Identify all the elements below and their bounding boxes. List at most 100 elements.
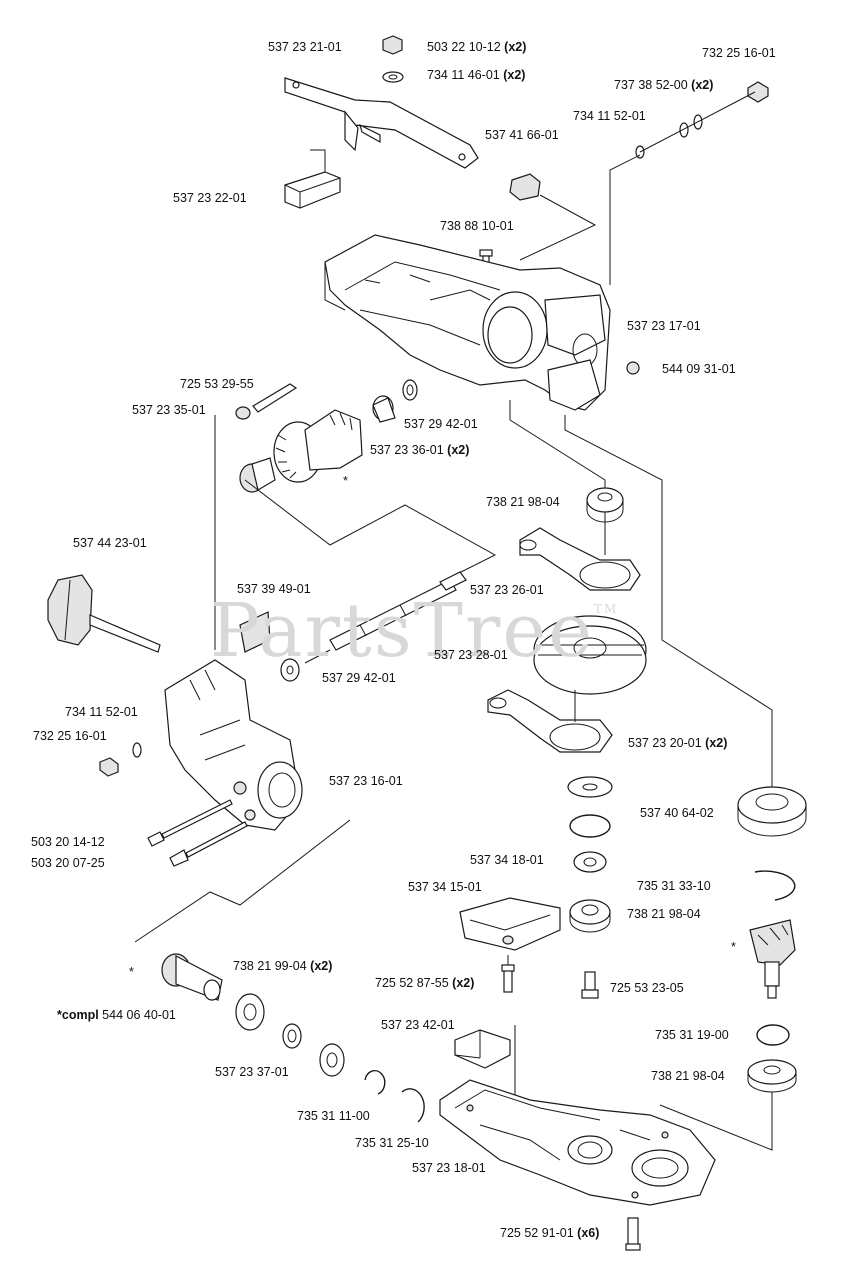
nut-washer-stack xyxy=(382,35,404,83)
screw-503-20-14-12 xyxy=(147,799,233,847)
base-cover xyxy=(439,1079,716,1206)
bracket-part xyxy=(284,77,479,169)
part-number: 735 31 19-00 xyxy=(655,1028,729,1042)
part-number: 734 11 46-01 xyxy=(427,68,500,82)
bearing-inner xyxy=(243,1003,257,1021)
part-label-537-23-17-01: 537 23 17-01 xyxy=(627,319,701,333)
part-label-725-53-23-05: 725 53 23-05 xyxy=(610,981,684,995)
leader xyxy=(564,415,773,790)
part-number: 725 53 29-55 xyxy=(180,377,254,391)
leader xyxy=(134,819,351,943)
part-label-735-31-19-00: 735 31 19-00 xyxy=(655,1028,729,1042)
washer-small xyxy=(132,742,142,758)
part-qty: (x2) xyxy=(503,68,526,82)
part-number: 503 20 07-25 xyxy=(31,856,105,870)
part-number: 537 41 66-01 xyxy=(485,128,559,142)
part-qty: (x6) xyxy=(577,1226,600,1240)
part-qty: (x2) xyxy=(691,78,714,92)
part-label-537-23-20-01: 537 23 20-01 (x2) xyxy=(628,736,727,750)
part-label-725-52-91-01: 725 52 91-01 (x6) xyxy=(500,1226,599,1240)
part-label-537-23-26-01: 537 23 26-01 xyxy=(470,583,544,597)
nut-and-washers-right xyxy=(635,81,769,159)
small-bracket xyxy=(454,1029,511,1069)
watermark: PartsTreeTM xyxy=(210,588,618,674)
part-prefix: *compl xyxy=(57,1008,99,1022)
part-qty: (x2) xyxy=(705,736,728,750)
part-number: 537 40 64-02 xyxy=(640,806,714,820)
part-number: 735 31 25-10 xyxy=(355,1136,429,1150)
part-label-537-23-36-01: 537 23 36-01 (x2) xyxy=(370,443,469,457)
part-label-537-40-64-02: 537 40 64-02 xyxy=(640,806,714,820)
link-arm-lower xyxy=(487,689,613,753)
part-number: 734 11 52-01 xyxy=(573,109,646,123)
o-ring xyxy=(569,814,611,838)
leader xyxy=(609,154,641,285)
bushing xyxy=(573,851,607,873)
part-number: 537 23 42-01 xyxy=(381,1018,455,1032)
part-number: 735 31 33-10 xyxy=(637,879,711,893)
part-label-537-34-15-01: 537 34 15-01 xyxy=(408,880,482,894)
washer xyxy=(280,658,300,682)
washer-hole xyxy=(286,665,294,675)
circlip-right xyxy=(756,1024,790,1046)
part-number: 537 34 15-01 xyxy=(408,880,482,894)
part-number: 537 23 17-01 xyxy=(627,319,701,333)
bearing-537-40-64-02 xyxy=(737,786,807,837)
leader xyxy=(304,649,331,664)
part-number: 537 34 18-01 xyxy=(470,853,544,867)
spur-gear xyxy=(533,615,647,695)
part-qty: (x2) xyxy=(452,976,475,990)
nut-small xyxy=(99,757,119,777)
bushing-hole xyxy=(583,857,597,867)
part-label-537-34-18-01: 537 34 18-01 xyxy=(470,853,544,867)
upper-gear-housing xyxy=(324,234,611,411)
part-label-735-31-25-10: 735 31 25-10 xyxy=(355,1136,429,1150)
watermark-text: PartsTree xyxy=(210,588,594,674)
bevel-gear-output xyxy=(749,919,796,999)
part-number: 537 23 37-01 xyxy=(215,1065,289,1079)
part-number: 734 11 52-01 xyxy=(65,705,138,719)
part-number: 544 09 31-01 xyxy=(662,362,736,376)
part-number: 503 22 10-12 xyxy=(427,40,501,54)
part-qty: (x2) xyxy=(447,443,470,457)
part-number: 725 52 91-01 xyxy=(500,1226,574,1240)
part-number: 537 44 23-01 xyxy=(73,536,147,550)
spacer-block xyxy=(284,149,341,209)
cover-plate xyxy=(459,897,561,951)
part-number: 537 23 18-01 xyxy=(412,1161,486,1175)
thrust-washer xyxy=(567,776,613,798)
angle-plate xyxy=(239,611,271,653)
bevel-gear-upper xyxy=(235,379,418,493)
asterisk-mark: * xyxy=(731,940,736,954)
part-qty: (x2) xyxy=(504,40,527,54)
leader xyxy=(509,400,606,490)
part-label-738-21-98-04: 738 21 98-04 xyxy=(486,495,560,509)
part-label-732-25-16-01: 732 25 16-01 xyxy=(702,46,776,60)
part-label-537-23-42-01: 537 23 42-01 xyxy=(381,1018,455,1032)
part-number: 544 06 40-01 xyxy=(102,1008,176,1022)
part-label-738-88-10-01: 738 88 10-01 xyxy=(440,219,514,233)
part-label-725-52-87-55: 725 52 87-55 (x2) xyxy=(375,976,474,990)
bearing-2-inner xyxy=(326,1052,338,1068)
part-number: 537 29 42-01 xyxy=(322,671,396,685)
part-number: 735 31 11-00 xyxy=(297,1109,370,1123)
part-label-737-38-52-00: 737 38 52-00 (x2) xyxy=(614,78,713,92)
part-number: 537 39 49-01 xyxy=(237,582,311,596)
part-number: 738 21 98-04 xyxy=(651,1069,725,1083)
part-number: 725 53 23-05 xyxy=(610,981,684,995)
part-label-537-29-42-01: 537 29 42-01 xyxy=(404,417,478,431)
bearing-2 xyxy=(319,1043,345,1077)
part-label-537-44-23-01: 537 44 23-01 xyxy=(73,536,147,550)
part-number: 537 23 22-01 xyxy=(173,191,247,205)
asterisk-mark: * xyxy=(129,965,134,979)
part-label-537-29-42-01-b: 537 29 42-01 xyxy=(322,671,396,685)
part-number: 537 23 20-01 xyxy=(628,736,702,750)
part-qty: (x2) xyxy=(310,959,333,973)
part-label-537-23-22-01: 537 23 22-01 xyxy=(173,191,247,205)
part-number: 537 23 26-01 xyxy=(470,583,544,597)
part-label-537-23-21-01: 537 23 21-01 xyxy=(268,40,342,54)
part-number: 738 21 98-04 xyxy=(486,495,560,509)
part-label-503-22-10-12: 503 22 10-12 (x2) xyxy=(427,40,526,54)
part-number: 737 38 52-00 xyxy=(614,78,688,92)
screw-503-20-07-25 xyxy=(169,821,248,867)
